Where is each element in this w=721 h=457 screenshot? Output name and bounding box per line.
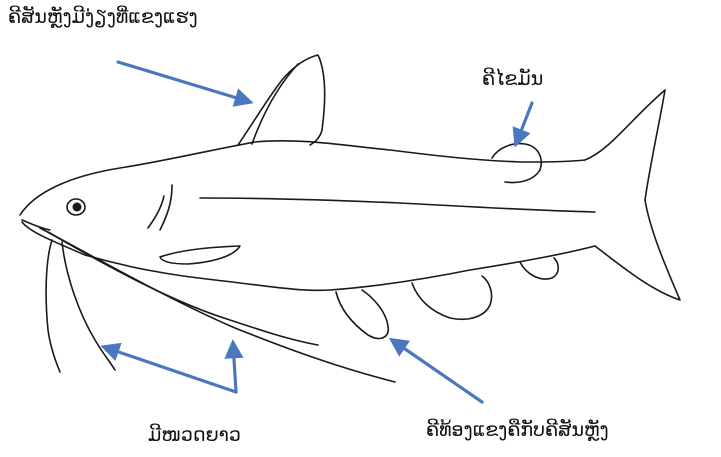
arrow-to-barbel-right [233, 343, 236, 392]
pelvic-fin [336, 290, 388, 338]
gill-slit [160, 185, 172, 230]
dorsal-fin-label: ຄີສັນຫຼັງມີງ່ຽງທີ່ແຂງແຮງ [8, 8, 198, 27]
adipose-fin-label: ຄີໄຂມັນ [482, 70, 543, 89]
adipose-fin [492, 144, 541, 183]
dorsal-spine-line [252, 64, 298, 144]
tail-fin [585, 90, 680, 300]
barbel-hanging-1 [46, 240, 60, 372]
dorsal-fin [238, 55, 325, 145]
mouth [22, 220, 50, 230]
arrow-to-barbel-left [104, 347, 236, 392]
arrow-to-pelvic-fin [392, 340, 482, 402]
pelvic-fin-label: ຄີທ້ອງແຂງຄືກັບຄີສັນຫຼັງ [426, 421, 609, 440]
arrow-to-dorsal-fin [118, 62, 250, 102]
body-lower-outline [22, 222, 595, 290]
body-upper-outline [20, 141, 585, 215]
barbels-label: ມີໜວດຍາວ [148, 426, 241, 445]
eye [67, 199, 85, 215]
pectoral-fin [160, 246, 240, 264]
lateral-line [200, 198, 595, 212]
anal-fin [412, 276, 492, 319]
arrow-to-adipose-fin [516, 103, 532, 144]
